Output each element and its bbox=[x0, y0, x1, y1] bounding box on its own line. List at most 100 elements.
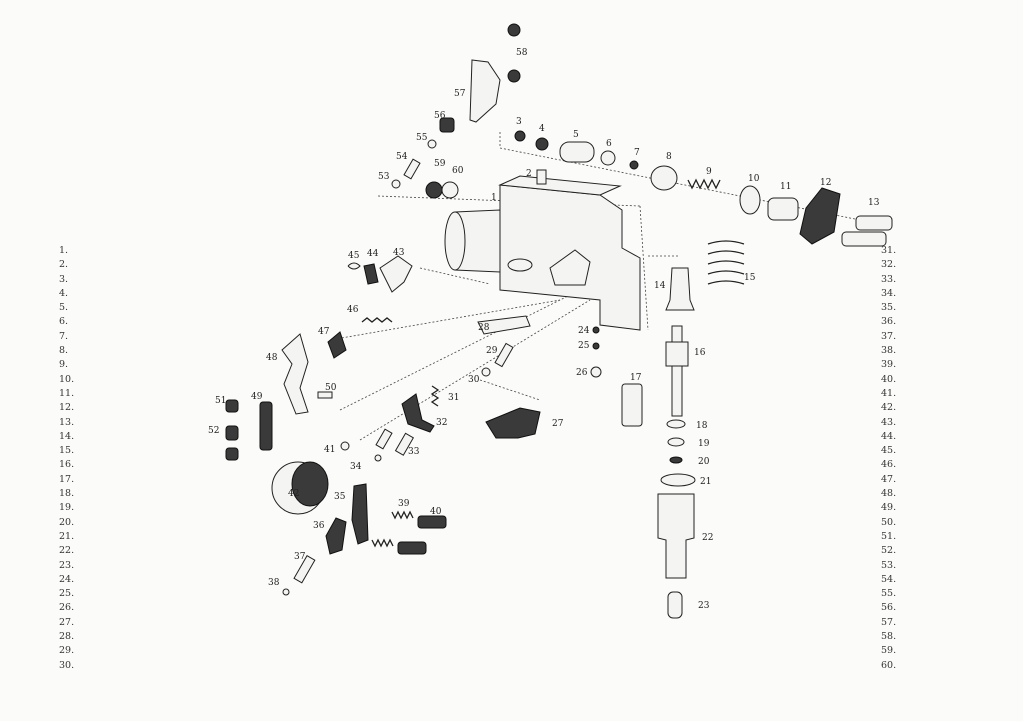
callout-4: 4 bbox=[539, 124, 545, 134]
callout-8: 8 bbox=[666, 152, 672, 162]
right-list-entry-10: 40. bbox=[881, 373, 897, 385]
callout-31: 31 bbox=[448, 393, 459, 403]
callout-26: 26 bbox=[576, 368, 588, 378]
callout-57: 57 bbox=[454, 89, 466, 99]
callout-30: 30 bbox=[468, 375, 480, 385]
left-list-entry-29: 29. bbox=[59, 645, 75, 657]
right-list-entry-2: 32. bbox=[881, 259, 897, 271]
callout-labels: 1 2 3 4 5 6 7 8 9 10 11 12 13 14 15 16 1… bbox=[208, 48, 880, 611]
right-list-entry-14: 44. bbox=[881, 430, 897, 442]
top-assembly-parts bbox=[514, 130, 893, 247]
callout-49: 49 bbox=[251, 392, 263, 402]
left-list-entry-17: 17. bbox=[59, 473, 75, 485]
callout-55: 55 bbox=[416, 133, 428, 143]
right-list-entry-5: 35. bbox=[881, 302, 897, 314]
callout-7: 7 bbox=[634, 148, 640, 158]
callout-58: 58 bbox=[516, 48, 528, 58]
callout-12: 12 bbox=[820, 178, 831, 188]
callout-9: 9 bbox=[706, 167, 712, 177]
lower-parts bbox=[225, 23, 602, 596]
callout-36: 36 bbox=[313, 521, 325, 531]
left-list-entry-13: 13. bbox=[59, 416, 75, 428]
left-list-entry-15: 15. bbox=[59, 445, 75, 457]
callout-59: 59 bbox=[434, 159, 446, 169]
right-list-entry-13: 43. bbox=[881, 416, 897, 428]
callout-17: 17 bbox=[630, 373, 642, 383]
callout-40: 40 bbox=[430, 507, 442, 517]
callout-53: 53 bbox=[378, 172, 390, 182]
left-list-entry-1: 1. bbox=[59, 245, 69, 256]
right-list-entry-30: 60. bbox=[881, 659, 897, 671]
right-list-entry-22: 52. bbox=[881, 545, 897, 557]
callout-20: 20 bbox=[698, 457, 710, 467]
callout-21: 21 bbox=[700, 477, 711, 487]
callout-24: 24 bbox=[578, 326, 590, 336]
left-list-entry-4: 4. bbox=[59, 287, 69, 299]
callout-22: 22 bbox=[702, 533, 713, 543]
right-list-entry-26: 56. bbox=[881, 602, 897, 614]
callout-51: 51 bbox=[215, 396, 226, 406]
right-list-entry-6: 36. bbox=[881, 316, 897, 328]
right-list-entry-23: 53. bbox=[881, 559, 897, 571]
right-parts-number-list: 31.32.33.34.35.36.37.38.39.40.41.42.43.4… bbox=[881, 244, 896, 673]
callout-37: 37 bbox=[294, 552, 306, 562]
left-list-entry-26: 26. bbox=[59, 602, 75, 614]
callout-32: 32 bbox=[436, 418, 447, 428]
callout-39: 39 bbox=[398, 499, 410, 509]
callout-5: 5 bbox=[573, 130, 579, 140]
right-list-entry-17: 47. bbox=[881, 473, 897, 485]
receiver-body-part bbox=[444, 169, 641, 331]
callout-14: 14 bbox=[654, 281, 666, 291]
left-list-entry-28: 28. bbox=[59, 631, 75, 643]
left-list-entry-24: 24. bbox=[59, 573, 75, 585]
callout-10: 10 bbox=[748, 174, 760, 184]
right-list-entry-27: 57. bbox=[881, 616, 897, 628]
callout-48: 48 bbox=[266, 353, 278, 363]
left-list-entry-23: 23. bbox=[59, 559, 75, 571]
right-list-entry-7: 37. bbox=[881, 330, 897, 342]
right-list-entry-24: 54. bbox=[881, 573, 897, 585]
right-list-entry-1: 31. bbox=[881, 245, 897, 256]
right-list-entry-19: 49. bbox=[881, 502, 897, 514]
left-list-entry-21: 21. bbox=[59, 530, 75, 542]
right-list-entry-18: 48. bbox=[881, 488, 897, 500]
left-list-entry-27: 27. bbox=[59, 616, 75, 628]
callout-47: 47 bbox=[318, 327, 330, 337]
callout-43: 43 bbox=[393, 248, 405, 258]
left-list-entry-7: 7. bbox=[59, 330, 69, 342]
right-list-entry-9: 39. bbox=[881, 359, 897, 371]
right-list-entry-25: 55. bbox=[881, 588, 897, 600]
left-list-entry-3: 3. bbox=[59, 273, 69, 285]
callout-13: 13 bbox=[868, 198, 880, 208]
right-list-entry-15: 45. bbox=[881, 445, 897, 457]
callout-56: 56 bbox=[434, 111, 446, 121]
callout-45: 45 bbox=[348, 251, 360, 261]
left-list-entry-16: 16. bbox=[59, 459, 75, 471]
left-list-entry-8: 8. bbox=[59, 345, 69, 357]
callout-2: 2 bbox=[526, 169, 532, 179]
right-list-entry-16: 46. bbox=[881, 459, 897, 471]
vertical-assembly-parts bbox=[621, 240, 745, 619]
callout-23: 23 bbox=[698, 601, 710, 611]
callout-16: 16 bbox=[694, 348, 706, 358]
callout-46: 46 bbox=[347, 305, 359, 315]
left-list-entry-30: 30. bbox=[59, 659, 75, 671]
left-parts-number-list: 1.2.3.4.5.6.7.8.9.10.11.12.13.14.15.16.1… bbox=[59, 244, 74, 673]
callout-60: 60 bbox=[452, 166, 464, 176]
right-list-entry-21: 51. bbox=[881, 530, 897, 542]
right-list-entry-28: 58. bbox=[881, 631, 897, 643]
left-list-entry-2: 2. bbox=[59, 259, 69, 271]
left-list-entry-22: 22. bbox=[59, 545, 75, 557]
callout-25: 25 bbox=[578, 341, 590, 351]
left-list-entry-20: 20. bbox=[59, 516, 75, 528]
left-list-entry-19: 19. bbox=[59, 502, 75, 514]
left-list-entry-11: 11. bbox=[59, 387, 75, 399]
left-list-entry-12: 12. bbox=[59, 402, 75, 414]
callout-11: 11 bbox=[780, 182, 791, 192]
right-list-entry-8: 38. bbox=[881, 345, 897, 357]
left-list-entry-18: 18. bbox=[59, 488, 75, 500]
callout-15: 15 bbox=[744, 273, 756, 283]
callout-52: 52 bbox=[208, 426, 219, 436]
callout-28: 28 bbox=[478, 323, 490, 333]
